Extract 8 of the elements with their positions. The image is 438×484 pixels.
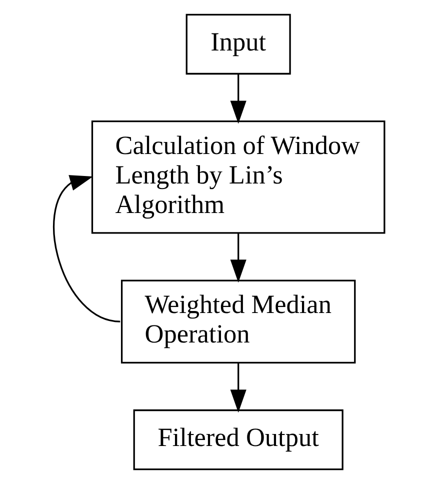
arrow	[230, 232, 246, 283]
arrow	[53, 175, 120, 322]
arrow	[230, 74, 246, 124]
node-box: Calculation of Window Length by Lin’s Algorithm	[91, 120, 386, 234]
node-box: Weighted Median Operation	[120, 280, 356, 364]
node-box: Filtered Output	[133, 409, 344, 470]
node-box: Input	[186, 14, 291, 75]
arrow	[230, 362, 246, 413]
